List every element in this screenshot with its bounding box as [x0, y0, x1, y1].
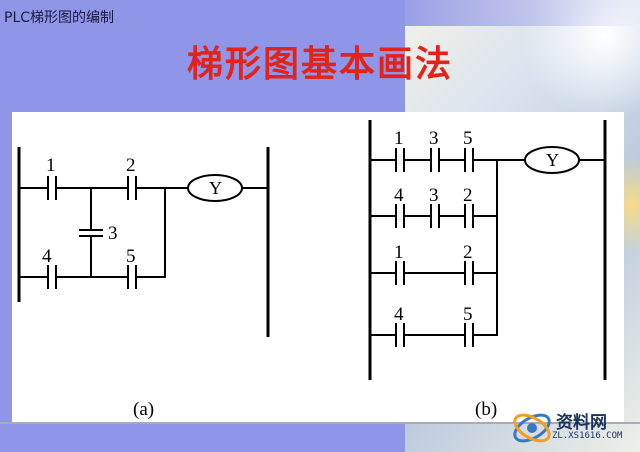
- contact-a-1: [47, 176, 57, 200]
- slide-title: 梯形图基本画法: [186, 44, 453, 85]
- site-logo: 资料网 ZL.XS1616.COM: [510, 404, 640, 452]
- coil-b: [524, 146, 580, 174]
- contact-b-2-1: [395, 204, 405, 228]
- diagram-panel: 1 2 3 4 5 Y (a): [12, 112, 624, 422]
- contact-b-1-2: [430, 148, 440, 172]
- contact-label-b-1-2: 3: [429, 128, 439, 149]
- contact-label-b-2-2: 3: [429, 185, 439, 206]
- coil-a: [187, 174, 243, 202]
- contact-b-4-2: [464, 323, 474, 347]
- logo-url-text: ZL.XS1616.COM: [552, 431, 623, 441]
- ladder-diagram-a: 1 2 3 4 5 Y (a): [17, 147, 270, 420]
- ladder-diagram-b: 1 3 5 4 3 2 1 2 4 5 Y (b): [368, 120, 607, 420]
- contact-b-2-2: [430, 204, 440, 228]
- contact-label-b-4-2: 5: [463, 304, 473, 325]
- contact-b-4-1: [395, 323, 405, 347]
- contact-label-b-1-1: 1: [394, 128, 404, 149]
- contact-b-3-1: [395, 261, 405, 285]
- contact-b-2-3: [464, 204, 474, 228]
- background-strip: [405, 0, 640, 26]
- contact-label-a-2: 2: [126, 155, 136, 176]
- ladder-diagrams-svg: 1 2 3 4 5 Y (a): [17, 120, 607, 420]
- contact-a-4: [47, 265, 57, 289]
- contact-label-b-2-1: 4: [394, 185, 404, 206]
- contact-a-5: [127, 265, 137, 289]
- contact-label-b-3-1: 1: [394, 242, 404, 263]
- contact-b-1-1: [395, 148, 405, 172]
- contact-b-1-3: [464, 148, 474, 172]
- contact-a-3: [79, 229, 103, 237]
- contact-label-b-3-2: 2: [463, 242, 473, 263]
- coil-label-b: Y: [546, 150, 559, 170]
- xs-logo-icon: [513, 413, 551, 443]
- footer-divider: [0, 422, 640, 424]
- contact-a-2: [127, 176, 137, 200]
- contact-label-b-2-3: 2: [463, 185, 473, 206]
- contact-label-b-1-3: 5: [463, 128, 473, 149]
- caption-a: (a): [133, 399, 154, 420]
- slide-header: PLC梯形图的编制: [4, 10, 115, 26]
- rung-wire-b-4: [370, 160, 498, 336]
- contact-label-a-3: 3: [108, 223, 118, 244]
- logo-brand-text: 资料网: [556, 413, 607, 433]
- contact-label-a-4: 4: [42, 246, 52, 267]
- contact-label-a-5: 5: [126, 246, 136, 267]
- coil-label-a: Y: [209, 178, 222, 198]
- caption-b: (b): [475, 399, 497, 420]
- contact-label-b-4-1: 4: [394, 304, 404, 325]
- contact-label-a-1: 1: [46, 155, 56, 176]
- contact-b-3-2: [464, 261, 474, 285]
